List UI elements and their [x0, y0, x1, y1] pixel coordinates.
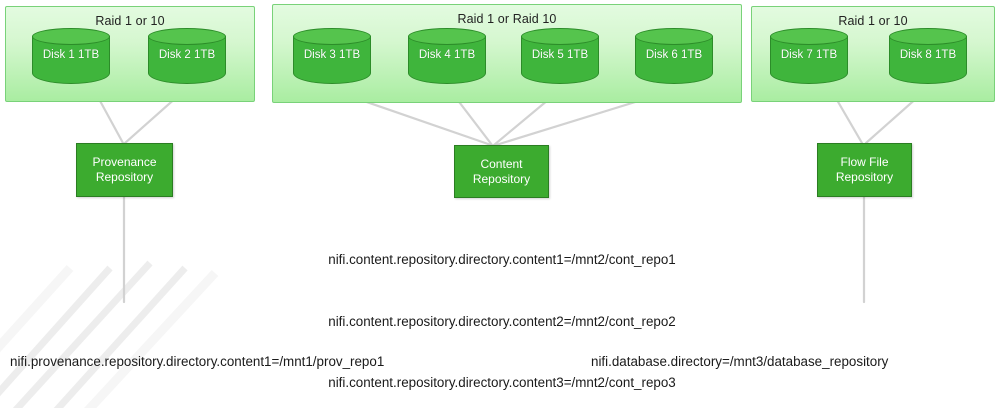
- disk-1-name: Disk 1: [42, 49, 75, 61]
- disk-7: Disk 7 1TB: [770, 28, 848, 84]
- disk-8-label: Disk 8 1TB: [889, 48, 967, 62]
- content-repository-label: Content Repository: [473, 157, 530, 187]
- raid-group-right-label: Raid 1 or 10: [838, 14, 908, 28]
- provenance-repository-config-text: nifi.provenance.repository.directory.con…: [10, 311, 384, 408]
- disk-7-capacity: 1TB: [816, 49, 838, 61]
- disk-4-label: Disk 4 1TB: [408, 48, 486, 62]
- raid-group-middle-label: Raid 1 or Raid 10: [457, 12, 557, 26]
- provenance-repository-line2: Repository: [95, 170, 154, 184]
- disk-7-name: Disk 7: [780, 49, 813, 61]
- disk-4: Disk 4 1TB: [408, 28, 486, 84]
- disk-cylinder-top: [293, 28, 371, 45]
- disk-7-label: Disk 7 1TB: [770, 48, 848, 62]
- disk-2-label: Disk 2 1TB: [148, 48, 226, 62]
- flowfile-repository-config-text: nifi.database.directory=/mnt3/database_r…: [591, 311, 925, 408]
- disk-2-capacity: 1TB: [194, 49, 216, 61]
- install-paths-text: /opt/nifi /opt/configuration-resources: [591, 366, 757, 408]
- content-repository-line2: Repository: [472, 171, 531, 186]
- flowfile-repository-line2: Repository: [835, 170, 894, 184]
- disk-6-name: Disk 6: [645, 49, 678, 61]
- flowfile-repository-label: Flow File Repository: [836, 155, 893, 185]
- disk-cylinder-top: [635, 28, 713, 45]
- flowfile-repository-box[interactable]: Flow File Repository: [817, 143, 912, 197]
- flowfile-repository-line1: Flow File: [840, 155, 889, 169]
- disk-5-name: Disk 5: [531, 49, 564, 61]
- disk-cylinder-top: [770, 28, 848, 45]
- provenance-config-line-1: nifi.provenance.repository.directory.con…: [10, 354, 385, 369]
- disk-cylinder-top: [408, 28, 486, 45]
- content-repository-line1: Content: [480, 156, 523, 171]
- disk-6: Disk 6 1TB: [635, 28, 713, 84]
- disk-8-capacity: 1TB: [935, 49, 957, 61]
- disk-3: Disk 3 1TB: [293, 28, 371, 84]
- disk-1-label: Disk 1 1TB: [32, 48, 110, 62]
- disk-cylinder-top: [521, 28, 599, 45]
- disk-cylinder-top: [889, 28, 967, 45]
- disk-8-name: Disk 8: [899, 49, 932, 61]
- content-config-line-2: nifi.content.repository.directory.conten…: [328, 313, 676, 329]
- provenance-repository-label: Provenance Repository: [92, 155, 156, 185]
- flowfile-config-line-1: nifi.database.directory=/mnt3/database_r…: [591, 354, 889, 369]
- disk-cylinder-top: [148, 28, 226, 45]
- content-config-line-1: nifi.content.repository.directory.conten…: [328, 252, 676, 267]
- disk-cylinder-top: [32, 28, 110, 45]
- disk-5-label: Disk 5 1TB: [521, 48, 599, 62]
- disk-5-capacity: 1TB: [567, 49, 589, 61]
- disk-cylinder-body: [293, 36, 371, 84]
- disk-5: Disk 5 1TB: [521, 28, 599, 84]
- disk-3-name: Disk 3: [303, 49, 336, 61]
- disk-3-label: Disk 3 1TB: [293, 48, 371, 62]
- raid-group-left-label: Raid 1 or 10: [95, 14, 165, 28]
- disk-1-capacity: 1TB: [78, 49, 100, 61]
- disk-2-name: Disk 2: [158, 49, 191, 61]
- content-repository-config-text: nifi.content.repository.directory.conten…: [262, 209, 742, 408]
- disk-4-name: Disk 4: [418, 49, 451, 61]
- content-config-line-3: nifi.content.repository.directory.conten…: [328, 375, 676, 390]
- disk-2: Disk 2 1TB: [148, 28, 226, 84]
- disk-1: Disk 1 1TB: [32, 28, 110, 84]
- disk-6-capacity: 1TB: [681, 49, 703, 61]
- provenance-repository-line1: Provenance: [92, 155, 157, 169]
- disk-6-label: Disk 6 1TB: [635, 48, 713, 62]
- content-repository-box[interactable]: Content Repository: [454, 145, 549, 198]
- disk-8: Disk 8 1TB: [889, 28, 967, 84]
- provenance-repository-box[interactable]: Provenance Repository: [76, 143, 173, 197]
- disk-4-capacity: 1TB: [454, 49, 476, 61]
- disk-3-capacity: 1TB: [339, 49, 361, 61]
